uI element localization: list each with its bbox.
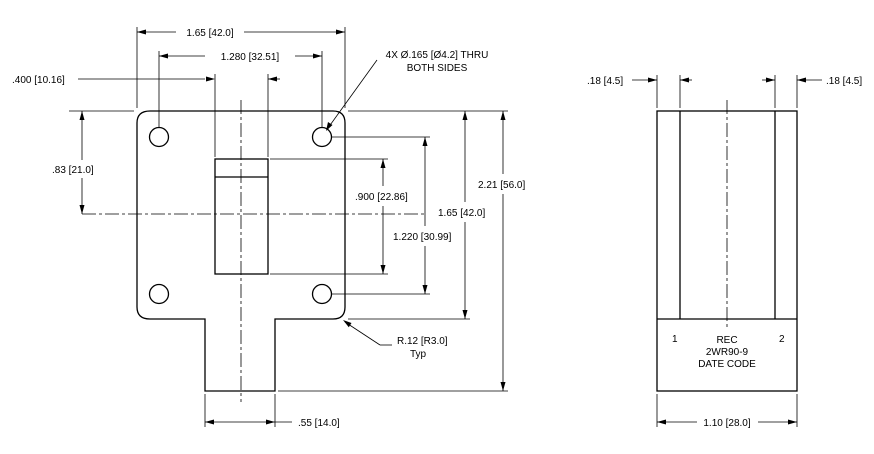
dim-hole-to-center: .83 [21.0]: [52, 165, 94, 176]
port-2-label: 2: [779, 334, 785, 345]
front-view-dimensions: 1.65 [42.0] 1.280 [32.51] .400 [10.16] 4…: [12, 27, 525, 429]
dim-edge-to-center: .400 [10.16]: [12, 75, 65, 86]
dim-block-height: .900 [22.86]: [355, 192, 408, 203]
dim-hole-spacing-x: 1.280 [32.51]: [221, 52, 280, 63]
waveguide-block: [214, 158, 269, 275]
hole-callout-line2: BOTH SIDES: [407, 63, 468, 74]
dim-corner-radius-typ: Typ: [410, 349, 427, 360]
dim-left-wall: .18 [4.5]: [587, 76, 623, 87]
hole-callout-line1: 4X Ø.165 [Ø4.2] THRU: [386, 50, 489, 61]
side-view-dimensions: .18 [4.5] .18 [4.5] 1.10 [28.0]: [587, 75, 862, 429]
mounting-hole-top-right: [311, 126, 333, 148]
front-view: [82, 100, 424, 402]
marking-line-3: DATE CODE: [698, 359, 756, 370]
marking-line-2: 2WR90-9: [706, 347, 749, 358]
mounting-hole-bottom-right: [311, 283, 333, 305]
mounting-hole-top-left: [148, 126, 170, 148]
side-view: 1 2 REC 2WR90-9 DATE CODE: [656, 100, 798, 392]
dim-hole-spacing-y: 1.220 [30.99]: [393, 232, 452, 243]
dim-overall-width: 1.65 [42.0]: [186, 28, 233, 39]
dim-tab-width: .55 [14.0]: [298, 418, 340, 429]
dim-overall-height: 2.21 [56.0]: [478, 180, 525, 191]
dim-side-overall-width: 1.10 [28.0]: [703, 418, 750, 429]
dim-right-wall: .18 [4.5]: [826, 76, 862, 87]
marking-line-1: REC: [716, 335, 737, 346]
mounting-hole-bottom-left: [148, 283, 170, 305]
flange-outline: [136, 110, 346, 392]
dim-flange-height: 1.65 [42.0]: [438, 208, 485, 219]
dim-corner-radius: R.12 [R3.0]: [397, 336, 448, 347]
port-1-label: 1: [672, 334, 678, 345]
